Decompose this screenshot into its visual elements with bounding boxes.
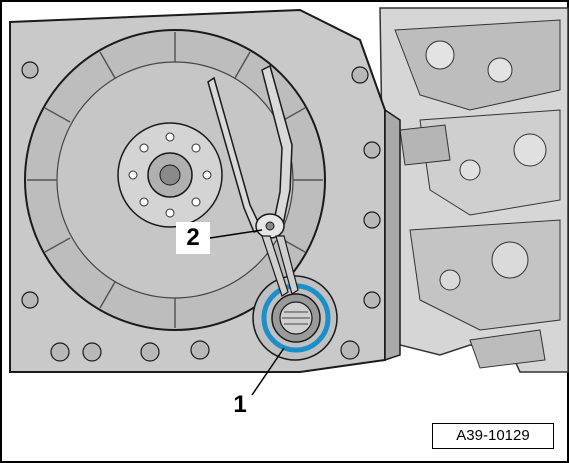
pliers-tool [207,64,299,297]
leader-line-1 [251,347,285,396]
leader-line-2 [209,229,263,239]
callout-label-1: 1 [233,391,247,418]
engine-block [379,7,569,373]
callout-label-2: 2 [176,222,210,254]
shaft-seal [261,283,331,353]
transmission-housing [9,8,401,373]
figure-reference-code: A39-10129 [432,423,554,449]
